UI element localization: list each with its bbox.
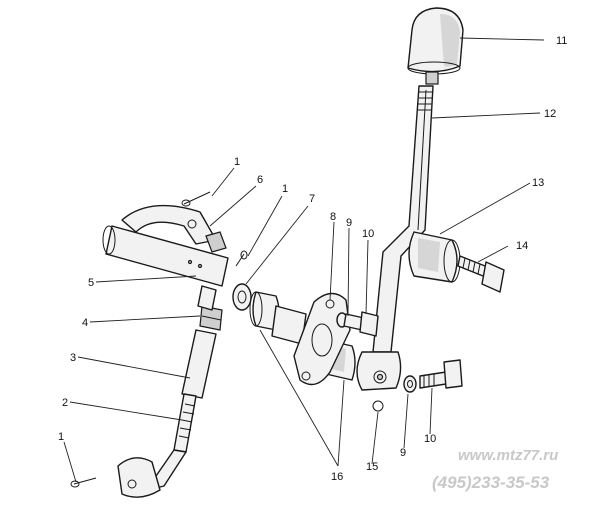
bolt-10-lower	[419, 359, 463, 389]
leader-lines	[63, 37, 545, 483]
washer-9-lower	[403, 375, 417, 393]
knob-part	[407, 7, 464, 85]
callout-15: 15	[366, 461, 378, 473]
cotter-pin-mid	[235, 250, 248, 267]
callout-3: 3	[70, 352, 76, 364]
watermark-site: www.mtz77.ru	[458, 447, 558, 464]
callout-1-bottom: 1	[58, 431, 64, 443]
callout-2: 2	[62, 397, 68, 409]
flange-plate-part	[293, 292, 351, 386]
rod-part	[117, 285, 217, 498]
sleeve-part	[408, 231, 461, 283]
callout-5: 5	[88, 277, 94, 289]
callout-6: 6	[257, 174, 263, 186]
callout-1-top: 1	[234, 156, 240, 168]
bolt-14-part	[457, 255, 505, 293]
callout-9-upper: 9	[346, 217, 352, 229]
callout-4: 4	[82, 317, 88, 329]
bushing-upper	[249, 291, 307, 345]
watermark: www.mtz77.ru (495)233-35-53	[432, 447, 558, 492]
cotter-pin-top	[181, 191, 211, 207]
shaft-part	[102, 204, 229, 287]
watermark-phone: (495)233-35-53	[432, 473, 550, 492]
callout-9-lower: 9	[400, 447, 406, 459]
callout-13: 13	[532, 177, 544, 189]
lever-rod-part	[356, 85, 434, 391]
pin-15-part	[372, 400, 384, 412]
callout-7: 7	[309, 193, 315, 205]
nut-4-part	[199, 305, 223, 331]
callout-labels: 1 6 1 7 8 9 10 11 12 13 14 5 4 3 2 1 16 …	[58, 35, 567, 483]
callout-14: 14	[516, 240, 528, 252]
callout-11: 11	[556, 35, 567, 47]
bolt-10-upper	[343, 311, 379, 337]
callout-1-mid: 1	[282, 183, 288, 195]
callout-10-lower: 10	[424, 433, 436, 445]
cotter-pin-bottom	[70, 477, 97, 488]
callout-16: 16	[331, 471, 343, 483]
callout-10-upper: 10	[362, 228, 374, 240]
washer-7-part	[232, 283, 252, 311]
callout-8: 8	[330, 211, 336, 223]
callout-12: 12	[544, 108, 556, 120]
